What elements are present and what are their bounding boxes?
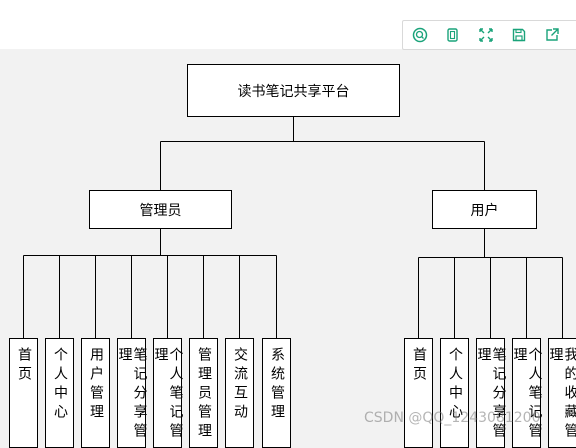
user-leaf-favorites-mgmt: 我的收藏管理 (548, 338, 576, 448)
leaf-label: 笔记分享管理 (476, 347, 506, 447)
leaf-label: 首页 (16, 347, 31, 385)
user-node: 用户 (432, 190, 537, 229)
user-leaf-note-share-mgmt: 笔记分享管理 (476, 338, 505, 448)
admin-leaf-system-mgmt: 系统管理 (262, 338, 291, 448)
leaf-label: 个人中心 (52, 347, 67, 423)
leaf-label: 个人笔记管理 (512, 347, 542, 447)
user-leaf-home: 首页 (404, 338, 433, 448)
user-leaf-personal-note-mgmt: 个人笔记管理 (512, 338, 541, 448)
admin-leaf-note-share-mgmt: 笔记分享管理 (117, 338, 146, 448)
leaf-label: 管理员管理 (196, 347, 211, 442)
leaf-label: 我的收藏管理 (548, 347, 576, 447)
leaf-label: 个人笔记管理 (153, 347, 183, 447)
leaf-label: 笔记分享管理 (117, 347, 147, 447)
user-leaf-profile: 个人中心 (440, 338, 469, 448)
watermark: CSDN @QQ_1243081200 (364, 410, 540, 426)
leaf-label: 系统管理 (269, 347, 284, 423)
admin-leaf-personal-note-mgmt: 个人笔记管理 (153, 338, 182, 448)
leaf-label: 用户管理 (88, 347, 103, 423)
admin-leaf-user-mgmt: 用户管理 (81, 338, 110, 448)
admin-leaf-admin-mgmt: 管理员管理 (189, 338, 218, 448)
leaf-label: 首页 (411, 347, 426, 385)
root-node: 读书笔记共享平台 (187, 64, 400, 117)
admin-node: 管理员 (89, 190, 232, 229)
leaf-label: 交流互动 (232, 347, 247, 423)
admin-leaf-interaction: 交流互动 (225, 338, 254, 448)
admin-leaf-home: 首页 (9, 338, 38, 448)
admin-leaf-profile: 个人中心 (45, 338, 74, 448)
